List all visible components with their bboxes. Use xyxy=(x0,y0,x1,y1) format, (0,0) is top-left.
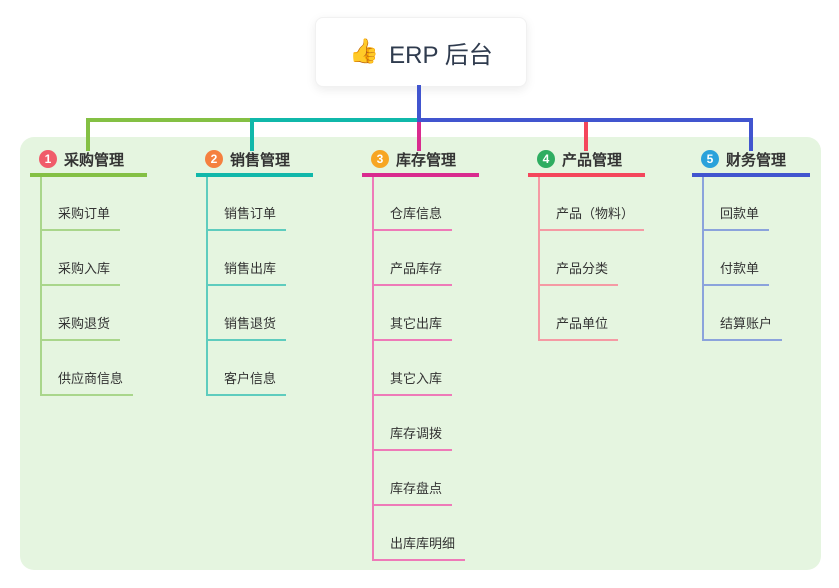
connector-drop-finance xyxy=(749,118,753,151)
branch-underline-sales xyxy=(196,173,313,177)
child-node[interactable]: 采购入库 xyxy=(40,260,121,286)
connector-drop-purchase xyxy=(86,118,90,151)
branch-underline-inventory xyxy=(362,173,479,177)
child-node[interactable]: 销售退货 xyxy=(206,315,287,341)
child-node[interactable]: 产品库存 xyxy=(372,260,453,286)
branch-node-inventory[interactable]: 3 库存管理 xyxy=(371,148,456,170)
branch-underline-product xyxy=(528,173,645,177)
child-node[interactable]: 产品分类 xyxy=(538,260,619,286)
branch-node-sales[interactable]: 2 销售管理 xyxy=(205,148,290,170)
child-node[interactable]: 库存调拨 xyxy=(372,425,453,451)
branch-number-badge: 1 xyxy=(39,150,57,168)
child-node[interactable]: 其它入库 xyxy=(372,370,453,396)
branch-node-purchase[interactable]: 1 采购管理 xyxy=(39,148,124,170)
child-node[interactable]: 产品单位 xyxy=(538,315,619,341)
branch-number-badge: 5 xyxy=(701,150,719,168)
branch-underline-purchase xyxy=(30,173,147,177)
branch-number-badge: 3 xyxy=(371,150,389,168)
child-node[interactable]: 回款单 xyxy=(702,205,770,231)
child-node[interactable]: 客户信息 xyxy=(206,370,287,396)
child-node[interactable]: 销售订单 xyxy=(206,205,287,231)
branch-title-sales: 销售管理 xyxy=(230,151,291,169)
child-node[interactable]: 仓库信息 xyxy=(372,205,453,231)
child-node[interactable]: 产品（物料） xyxy=(538,205,645,231)
connector-drop-sales xyxy=(250,118,254,151)
branch-number-badge: 2 xyxy=(205,150,223,168)
connector-trunk-blue xyxy=(417,118,753,122)
child-connector-product xyxy=(538,177,540,339)
branch-title-product: 产品管理 xyxy=(562,151,623,169)
connector-trunk-green xyxy=(86,118,254,122)
child-node[interactable]: 采购退货 xyxy=(40,315,121,341)
child-node[interactable]: 采购订单 xyxy=(40,205,121,231)
child-node[interactable]: 供应商信息 xyxy=(40,370,134,396)
branch-number-badge: 4 xyxy=(537,150,555,168)
child-connector-inventory xyxy=(372,177,374,559)
connector-trunk-teal xyxy=(250,118,421,122)
child-node[interactable]: 销售出库 xyxy=(206,260,287,286)
branch-node-product[interactable]: 4 产品管理 xyxy=(537,148,622,170)
branch-title-inventory: 库存管理 xyxy=(396,151,457,169)
branch-title-finance: 财务管理 xyxy=(726,151,787,169)
branch-underline-finance xyxy=(692,173,810,177)
child-node[interactable]: 结算账户 xyxy=(702,315,783,341)
connector-root-drop xyxy=(417,85,421,119)
root-node[interactable]: 👍 ERP 后台 xyxy=(315,17,527,87)
child-connector-finance xyxy=(702,177,704,339)
branch-node-finance[interactable]: 5 财务管理 xyxy=(701,148,786,170)
child-node[interactable]: 库存盘点 xyxy=(372,480,453,506)
root-node-label: ERP 后台 xyxy=(389,41,493,69)
branches-panel xyxy=(20,137,821,570)
child-node[interactable]: 其它出库 xyxy=(372,315,453,341)
branch-title-purchase: 采购管理 xyxy=(64,151,125,169)
connector-drop-inventory xyxy=(417,122,421,151)
child-node[interactable]: 出库库明细 xyxy=(372,535,466,561)
connector-drop-product xyxy=(584,122,588,151)
child-node[interactable]: 付款单 xyxy=(702,260,770,286)
thumbs-up-icon: 👍 xyxy=(349,38,380,65)
